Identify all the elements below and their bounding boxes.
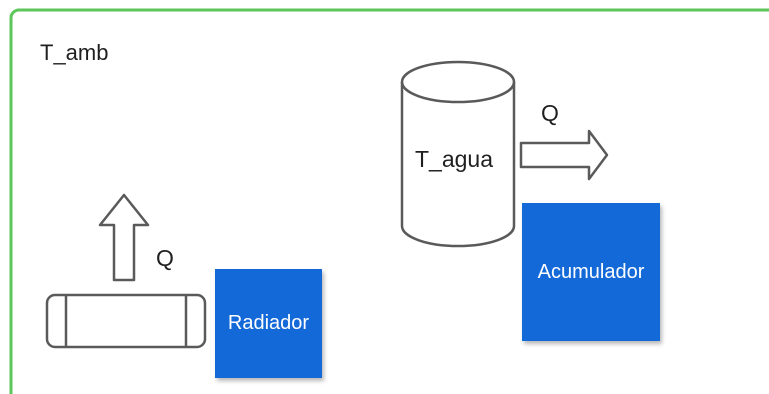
radiator-heat-label: Q <box>156 245 174 271</box>
ambient-temperature-label: T_amb <box>40 40 109 65</box>
radiador-sticky-note[interactable]: Radiador <box>215 269 322 378</box>
heat-flow-arrow-right[interactable] <box>519 129 609 181</box>
acumulador-note-label: Acumulador <box>537 260 645 283</box>
radiator-shape[interactable] <box>45 293 207 349</box>
acumulador-sticky-note[interactable]: Acumulador <box>522 203 660 341</box>
tank-heat-label: Q <box>541 100 559 126</box>
water-tank-cylinder[interactable] <box>400 60 516 248</box>
heat-flow-arrow-up[interactable] <box>98 193 150 282</box>
ambient-boundary[interactable] <box>9 8 769 394</box>
radiador-note-label: Radiador <box>227 312 310 334</box>
water-temperature-label: T_agua <box>415 146 494 172</box>
